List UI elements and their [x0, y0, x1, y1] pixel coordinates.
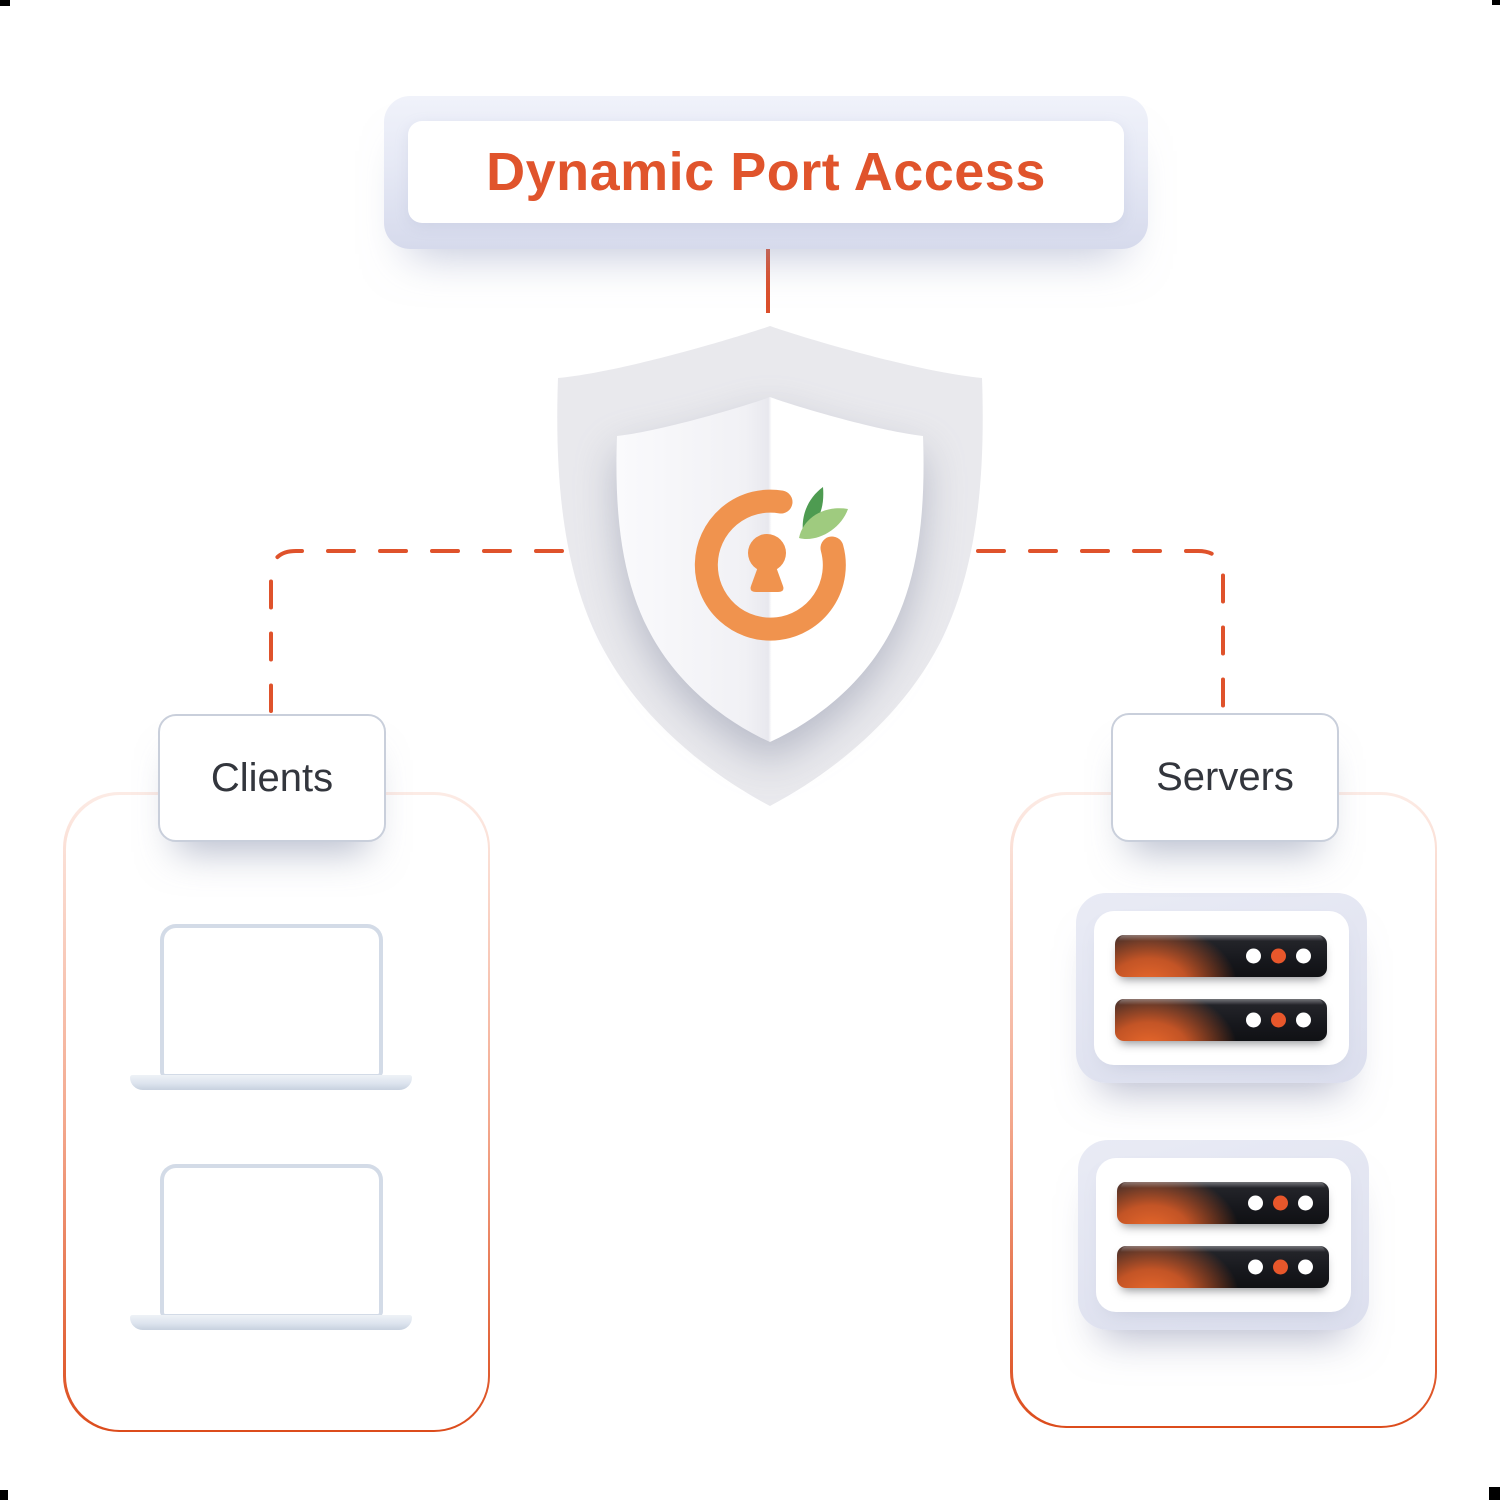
clients-label: Clients	[210, 755, 334, 800]
status-dot-orange	[1271, 1012, 1286, 1027]
shield-lock-leaf-icon	[557, 326, 983, 806]
status-dot-orange	[1271, 948, 1286, 963]
status-dot-white	[1296, 1012, 1311, 1027]
servers-label: Servers	[1156, 755, 1294, 799]
server-unit	[1117, 1245, 1329, 1288]
servers-panel-body	[1012, 794, 1435, 1426]
crop-mark-top-right	[1492, 0, 1500, 5]
title-node: Dynamic Port Access	[384, 96, 1148, 249]
clients-panel	[63, 792, 490, 1432]
keyhole-stem	[750, 564, 784, 592]
laptop-icon	[129, 1163, 412, 1334]
status-dot-white	[1246, 1012, 1261, 1027]
title-node-inner: Dynamic Port Access	[408, 121, 1124, 223]
status-dot-white	[1298, 1195, 1313, 1210]
server-status-lights	[1246, 1012, 1311, 1027]
status-dot-white	[1298, 1259, 1313, 1274]
server-rack	[1075, 892, 1367, 1083]
server-status-lights	[1248, 1195, 1313, 1210]
laptop-base	[129, 1314, 412, 1330]
laptop-icon	[129, 923, 412, 1094]
crop-mark-bottom-left	[0, 1490, 8, 1500]
crop-mark-top-left	[0, 0, 10, 6]
laptop-screen	[159, 1163, 383, 1317]
keyhole-icon	[748, 534, 786, 572]
laptop-screen	[159, 923, 383, 1077]
server-rack	[1077, 1139, 1369, 1330]
shield-to-servers-dashed-line	[768, 549, 1225, 713]
status-dot-white	[1248, 1259, 1263, 1274]
server-status-lights	[1248, 1259, 1313, 1274]
server-unit	[1117, 1181, 1329, 1224]
servers-panel	[1010, 792, 1437, 1428]
clients-panel-body	[65, 794, 488, 1430]
server-rack-body	[1095, 1157, 1351, 1312]
page-title: Dynamic Port Access	[486, 142, 1046, 202]
leaf-icon-light	[799, 508, 848, 540]
servers-label-box: Servers	[1111, 713, 1339, 842]
status-dot-white	[1248, 1195, 1263, 1210]
server-rack-body	[1093, 910, 1349, 1065]
clients-label-box: Clients	[158, 714, 386, 842]
server-unit	[1115, 998, 1327, 1041]
status-dot-orange	[1273, 1259, 1288, 1274]
laptop-base	[129, 1074, 412, 1090]
lock-ring-icon	[694, 489, 846, 641]
status-dot-white	[1296, 948, 1311, 963]
server-status-lights	[1246, 948, 1311, 963]
shield-to-clients-dashed-line	[269, 549, 772, 713]
status-dot-orange	[1273, 1195, 1288, 1210]
crop-mark-bottom-right	[1489, 1487, 1500, 1500]
status-dot-white	[1246, 948, 1261, 963]
server-unit	[1115, 934, 1327, 977]
